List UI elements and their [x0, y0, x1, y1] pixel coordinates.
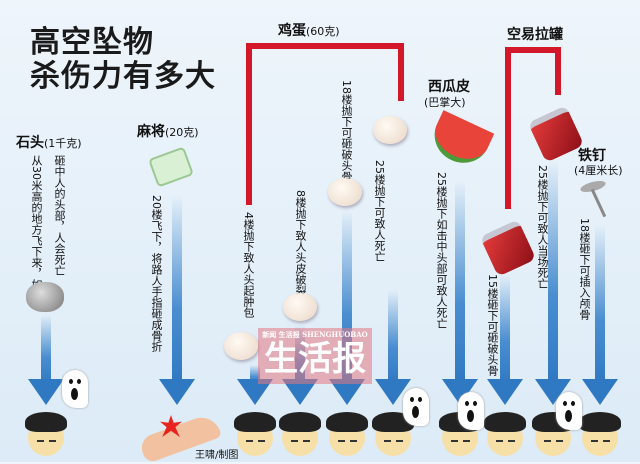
egg-icon — [224, 332, 258, 360]
ghost-icon — [62, 370, 88, 408]
watermelon-text: 25楼抛下如击中头部可致人死亡 — [435, 172, 448, 329]
egg-weight: (60克) — [306, 25, 340, 38]
mahjong-text: 20楼飞下，将路人手指砸成骨折 — [150, 195, 163, 352]
fall-arrow — [535, 160, 571, 405]
egg-bracket-top — [246, 43, 404, 49]
can-icon — [479, 219, 537, 277]
can-bracket-left — [505, 47, 511, 209]
can-effect-15f: 15楼砸下可砸破头骨 — [486, 274, 499, 376]
watermelon-label: 西瓜皮 — [428, 79, 470, 95]
nail-text: 18楼砸下可插入颅骨 — [578, 218, 591, 320]
egg-icon — [373, 116, 407, 144]
can-bracket-top — [505, 47, 561, 53]
mahjong-label: 麻将(20克) — [137, 121, 199, 141]
credit: 王啸/制图 — [195, 450, 239, 461]
can-icon — [527, 105, 585, 163]
egg-icon — [328, 178, 362, 206]
egg-label: 鸡蛋(60克) — [278, 20, 340, 40]
can-effect-25f: 25楼抛下可致人当场死亡 — [536, 165, 549, 289]
watermark-main: 生活报 — [264, 339, 366, 379]
egg-effect-4f: 4楼抛下致人头起肿包 — [242, 212, 255, 318]
stone-weight: (1千克) — [44, 137, 82, 150]
watermelon-icon — [425, 110, 495, 172]
page-title: 高空坠物杀伤力有多大 — [30, 26, 216, 94]
victim-face-icon — [278, 410, 322, 456]
stone-text-2: 砸中人的头部，人会死亡 — [53, 155, 66, 276]
ghost-icon — [458, 392, 484, 430]
victim-face-icon — [371, 410, 415, 456]
fall-arrow — [442, 180, 478, 405]
mahjong-name: 麻将 — [137, 124, 165, 140]
mahjong-tile-icon — [148, 146, 194, 188]
victim-face-icon — [483, 410, 527, 456]
stone-icon — [26, 282, 64, 312]
egg-effect-25f: 25楼抛下可致人死亡 — [373, 160, 386, 262]
can-label: 空易拉罐 — [507, 27, 563, 43]
egg-effect-8f: 8楼抛下致人头皮破裂 — [294, 190, 307, 296]
fall-arrow — [582, 225, 618, 405]
nail-shaft — [590, 188, 607, 218]
victim-face-icon — [24, 410, 68, 456]
watermelon-size: (巴掌大) — [424, 96, 466, 109]
stone-label: 石头(1千克) — [16, 132, 82, 152]
title-line-1: 高空坠物 — [30, 25, 154, 60]
mahjong-weight: (20克) — [165, 126, 199, 139]
nail-label: 铁钉 — [578, 148, 606, 164]
can-bracket-right — [555, 47, 561, 95]
egg-effect-18f: 18楼抛下可砸破头骨 — [340, 80, 353, 182]
fall-arrow — [159, 195, 195, 405]
victim-face-icon — [233, 410, 277, 456]
egg-icon — [283, 293, 317, 321]
victim-face-icon — [325, 410, 369, 456]
title-line-2: 杀伤力有多大 — [30, 59, 216, 94]
ghost-icon — [403, 388, 429, 426]
nail-size: (4厘米长) — [574, 164, 623, 177]
egg-name: 鸡蛋 — [278, 23, 306, 39]
fall-arrow — [487, 275, 523, 405]
fall-arrow — [375, 290, 411, 405]
stone-name: 石头 — [16, 135, 44, 151]
victim-face-icon — [578, 410, 622, 456]
ghost-icon — [556, 392, 582, 430]
fall-arrow — [28, 315, 64, 405]
egg-bracket-right — [398, 43, 404, 101]
stone-text-1: 从30米高的地方飞下来，如 — [30, 155, 43, 290]
egg-bracket-left — [246, 43, 252, 205]
watermark-small: 新闻 生活报 SHENGHUOBAO — [262, 330, 368, 339]
